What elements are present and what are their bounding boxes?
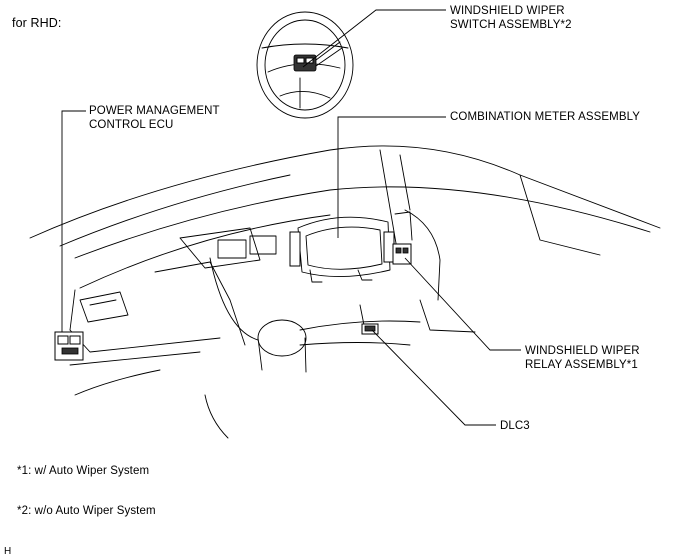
power-ecu-callout: POWER MANAGEMENT CONTROL ECU — [89, 104, 220, 132]
wiper-relay-callout: WINDSHIELD WIPER RELAY ASSEMBLY*1 — [525, 344, 640, 372]
power-ecu-part — [54, 331, 84, 361]
dlc3-label: DLC3 — [500, 420, 530, 432]
dlc3-callout: DLC3 — [500, 419, 530, 433]
leader-lines — [61, 9, 521, 426]
wiper-relay-label-line1: WINDSHIELD WIPER — [525, 345, 640, 357]
combination-meter-part — [289, 216, 395, 283]
power-ecu-label-line1: POWER MANAGEMENT — [89, 105, 220, 117]
combination-meter-label: COMBINATION METER ASSEMBLY — [450, 111, 641, 123]
figure-code: H — [4, 546, 12, 557]
wiper-switch-part — [293, 41, 343, 72]
wiper-relay-label-line2: RELAY ASSEMBLY*1 — [525, 359, 638, 371]
footnote-1: *1: w/ Auto Wiper System — [17, 465, 150, 477]
wiper-relay-part — [392, 211, 413, 265]
wiper-switch-label-line1: WINDSHIELD WIPER — [450, 5, 565, 17]
wiper-switch-callout: WINDSHIELD WIPER SWITCH ASSEMBLY*2 — [450, 4, 572, 32]
power-ecu-label-line2: CONTROL ECU — [89, 119, 174, 131]
combination-meter-callout: COMBINATION METER ASSEMBLY — [450, 110, 640, 124]
dashboard-outline — [29, 145, 661, 439]
variant-label: for RHD: — [12, 16, 62, 30]
footnote-2: *2: w/o Auto Wiper System — [17, 505, 156, 517]
wiper-switch-label-line2: SWITCH ASSEMBLY*2 — [450, 19, 572, 31]
dlc3-part — [361, 323, 379, 335]
